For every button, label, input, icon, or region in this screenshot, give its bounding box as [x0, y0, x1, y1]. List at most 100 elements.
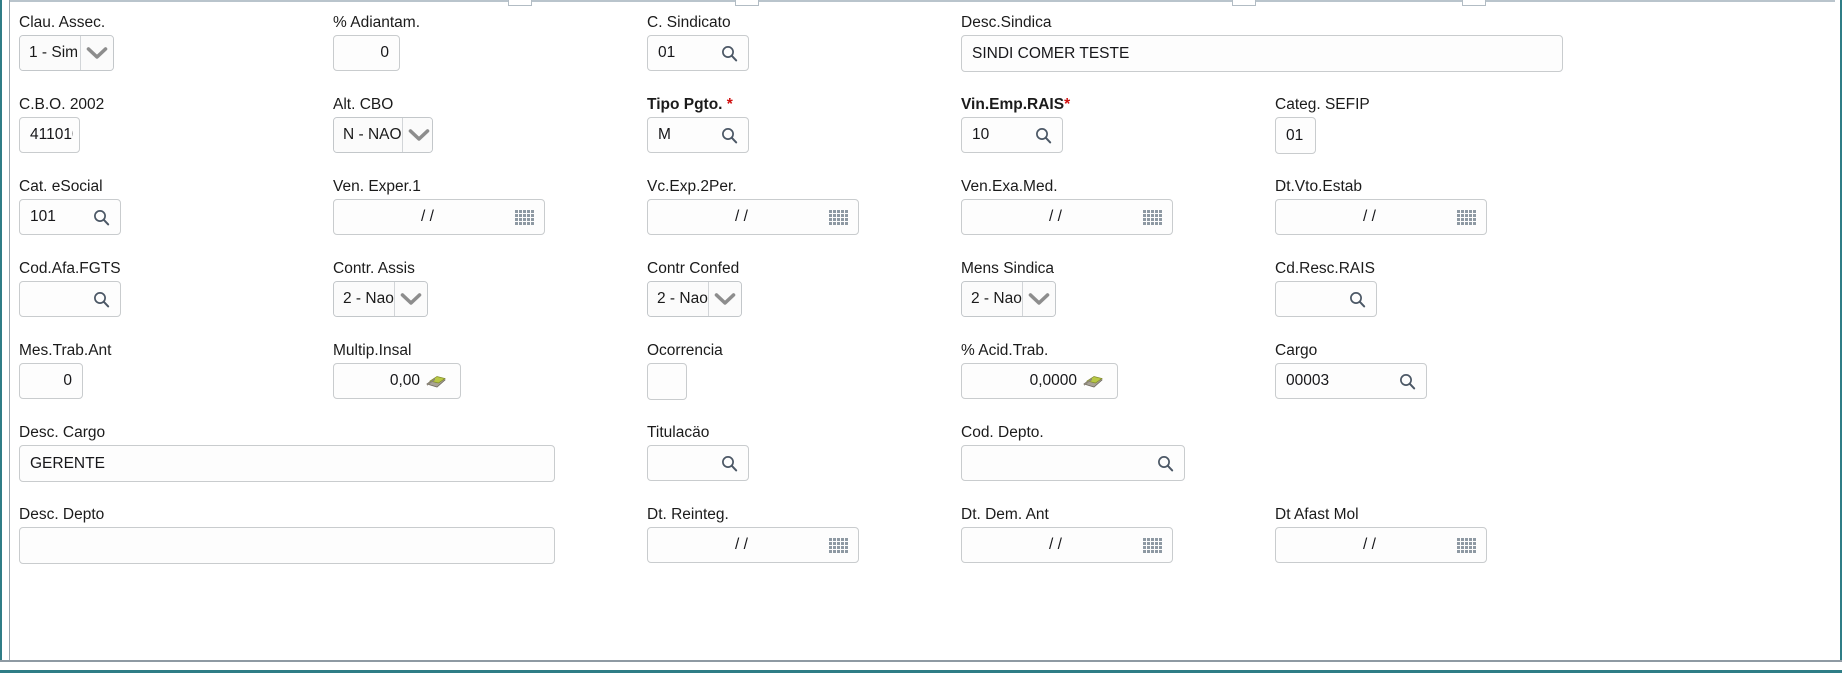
label-desc-depto: Desc. Depto — [19, 506, 555, 523]
select-contr-confed[interactable]: 2 - Nao — [647, 281, 742, 317]
input-ven-exper-1[interactable]: / / — [333, 199, 545, 235]
select-alt-cbo[interactable]: N - NAO — [333, 117, 433, 153]
window-right-border — [1835, 0, 1842, 673]
input-value: 10 — [972, 126, 990, 143]
field-cod-depto: Cod. Depto. — [961, 424, 1185, 481]
input-value: 0 — [380, 44, 389, 61]
calendar-icon[interactable] — [1143, 537, 1162, 553]
field-dt-reinteg: Dt. Reinteg. / / — [647, 506, 859, 563]
input-value: 411010 — [30, 126, 73, 143]
input-value: 00003 — [1286, 372, 1330, 389]
input-dt-afast-mol[interactable]: / / — [1275, 527, 1487, 563]
calendar-icon[interactable] — [829, 537, 848, 553]
input-value: M — [658, 126, 671, 143]
label-cod-afa-fgts: Cod.Afa.FGTS — [19, 260, 121, 277]
label-text: Ocorrencia — [647, 342, 723, 359]
chevron-down-icon[interactable] — [394, 282, 427, 316]
input-ocorrencia[interactable] — [647, 363, 687, 400]
select-mens-sindica[interactable]: 2 - Nao — [961, 281, 1056, 317]
calendar-icon[interactable] — [1143, 209, 1162, 225]
search-icon[interactable] — [718, 452, 740, 474]
input-c-sindicato[interactable]: 01 — [647, 35, 749, 71]
input-dt-vto-estab[interactable]: / / — [1275, 199, 1487, 235]
label-text: Contr Confed — [647, 260, 740, 277]
input-value: 0 — [63, 372, 72, 389]
input-desc-sindica[interactable]: SINDI COMER TESTE — [961, 35, 1563, 72]
field-mens-sindica: Mens Sindica 2 - Nao — [961, 260, 1056, 317]
input-dt-reinteg[interactable]: / / — [647, 527, 859, 563]
select-contr-assis[interactable]: 2 - Nao — [333, 281, 428, 317]
label-text: Desc. Depto — [19, 506, 105, 523]
label-ven-exa-med: Ven.Exa.Med. — [961, 178, 1173, 195]
label-text: % Adiantam. — [333, 14, 421, 31]
input-desc-cargo[interactable]: GERENTE — [19, 445, 555, 482]
select-value: 2 - Nao — [962, 282, 1022, 316]
input-mes-trab-ant[interactable]: 0 — [19, 363, 83, 399]
input-vin-emp-rais[interactable]: 10 — [961, 117, 1063, 153]
input-vc-exp-2per[interactable]: / / — [647, 199, 859, 235]
input-cod-afa-fgts[interactable] — [19, 281, 121, 317]
input-cd-resc-rais[interactable] — [1275, 281, 1377, 317]
input-categ-sefip[interactable]: 01 — [1275, 117, 1316, 154]
label-perc-acid-trab: % Acid.Trab. — [961, 342, 1118, 359]
chevron-down-icon[interactable] — [1022, 282, 1055, 316]
chevron-down-icon[interactable] — [708, 282, 741, 316]
search-icon[interactable] — [90, 206, 112, 228]
field-clau-assec: Clau. Assec. 1 - Sim — [19, 14, 114, 71]
calendar-icon[interactable] — [515, 209, 534, 225]
search-icon[interactable] — [718, 124, 740, 146]
input-cat-esocial[interactable]: 101 — [19, 199, 121, 235]
calendar-icon[interactable] — [1457, 209, 1476, 225]
field-vc-exp-2per: Vc.Exp.2Per. / / — [647, 178, 859, 235]
label-text: Clau. Assec. — [19, 14, 106, 31]
chevron-down-icon[interactable] — [401, 118, 432, 152]
input-dt-dem-ant[interactable]: / / — [961, 527, 1173, 563]
label-dt-reinteg: Dt. Reinteg. — [647, 506, 859, 523]
label-tipo-pgto: Tipo Pgto. * — [647, 96, 749, 113]
label-text: Titulacäo — [647, 424, 710, 441]
input-tipo-pgto[interactable]: M — [647, 117, 749, 153]
calendar-icon[interactable] — [1457, 537, 1476, 553]
window-left-border — [0, 0, 10, 673]
search-icon[interactable] — [1346, 288, 1368, 310]
input-desc-depto[interactable] — [19, 527, 555, 564]
input-cargo[interactable]: 00003 — [1275, 363, 1427, 399]
label-contr-assis: Contr. Assis — [333, 260, 428, 277]
label-text: Mens Sindica — [961, 260, 1055, 277]
search-icon[interactable] — [1396, 370, 1418, 392]
label-text: Categ. SEFIP — [1275, 96, 1370, 113]
input-multip-insal[interactable]: 0,00 — [333, 363, 461, 399]
input-perc-acid-trab[interactable]: 0,0000 — [961, 363, 1118, 399]
select-value: 2 - Nao — [648, 282, 708, 316]
input-value: / / — [735, 208, 748, 225]
tab-nub-3 — [1232, 0, 1256, 6]
select-value: 2 - Nao — [334, 282, 394, 316]
input-cbo-2002[interactable]: 411010 — [19, 117, 80, 153]
search-icon[interactable] — [1154, 452, 1176, 474]
select-clau-assec[interactable]: 1 - Sim — [19, 35, 114, 71]
tab-nub-4 — [1462, 0, 1486, 6]
money-icon[interactable] — [424, 372, 448, 390]
money-icon[interactable] — [1081, 372, 1105, 390]
label-ocorrencia: Ocorrencia — [647, 342, 723, 359]
chevron-down-icon[interactable] — [80, 36, 113, 70]
search-icon[interactable] — [718, 42, 740, 64]
search-icon[interactable] — [90, 288, 112, 310]
label-vc-exp-2per: Vc.Exp.2Per. — [647, 178, 859, 195]
input-titulacao[interactable] — [647, 445, 749, 481]
input-perc-adiantam[interactable]: 0 — [333, 35, 400, 71]
input-value: 0,0000 — [1029, 372, 1077, 389]
input-cod-depto[interactable] — [961, 445, 1185, 481]
label-text: Vc.Exp.2Per. — [647, 178, 737, 195]
calendar-icon[interactable] — [829, 209, 848, 225]
search-icon[interactable] — [1032, 124, 1054, 146]
label-dt-dem-ant: Dt. Dem. Ant — [961, 506, 1173, 523]
tab-nub-2 — [735, 0, 759, 6]
field-dt-afast-mol: Dt Afast Mol/ / — [1275, 506, 1487, 563]
tab-nub-1 — [508, 0, 532, 6]
input-ven-exa-med[interactable]: / / — [961, 199, 1173, 235]
input-value: / / — [1363, 208, 1376, 225]
field-desc-depto: Desc. Depto — [19, 506, 555, 564]
